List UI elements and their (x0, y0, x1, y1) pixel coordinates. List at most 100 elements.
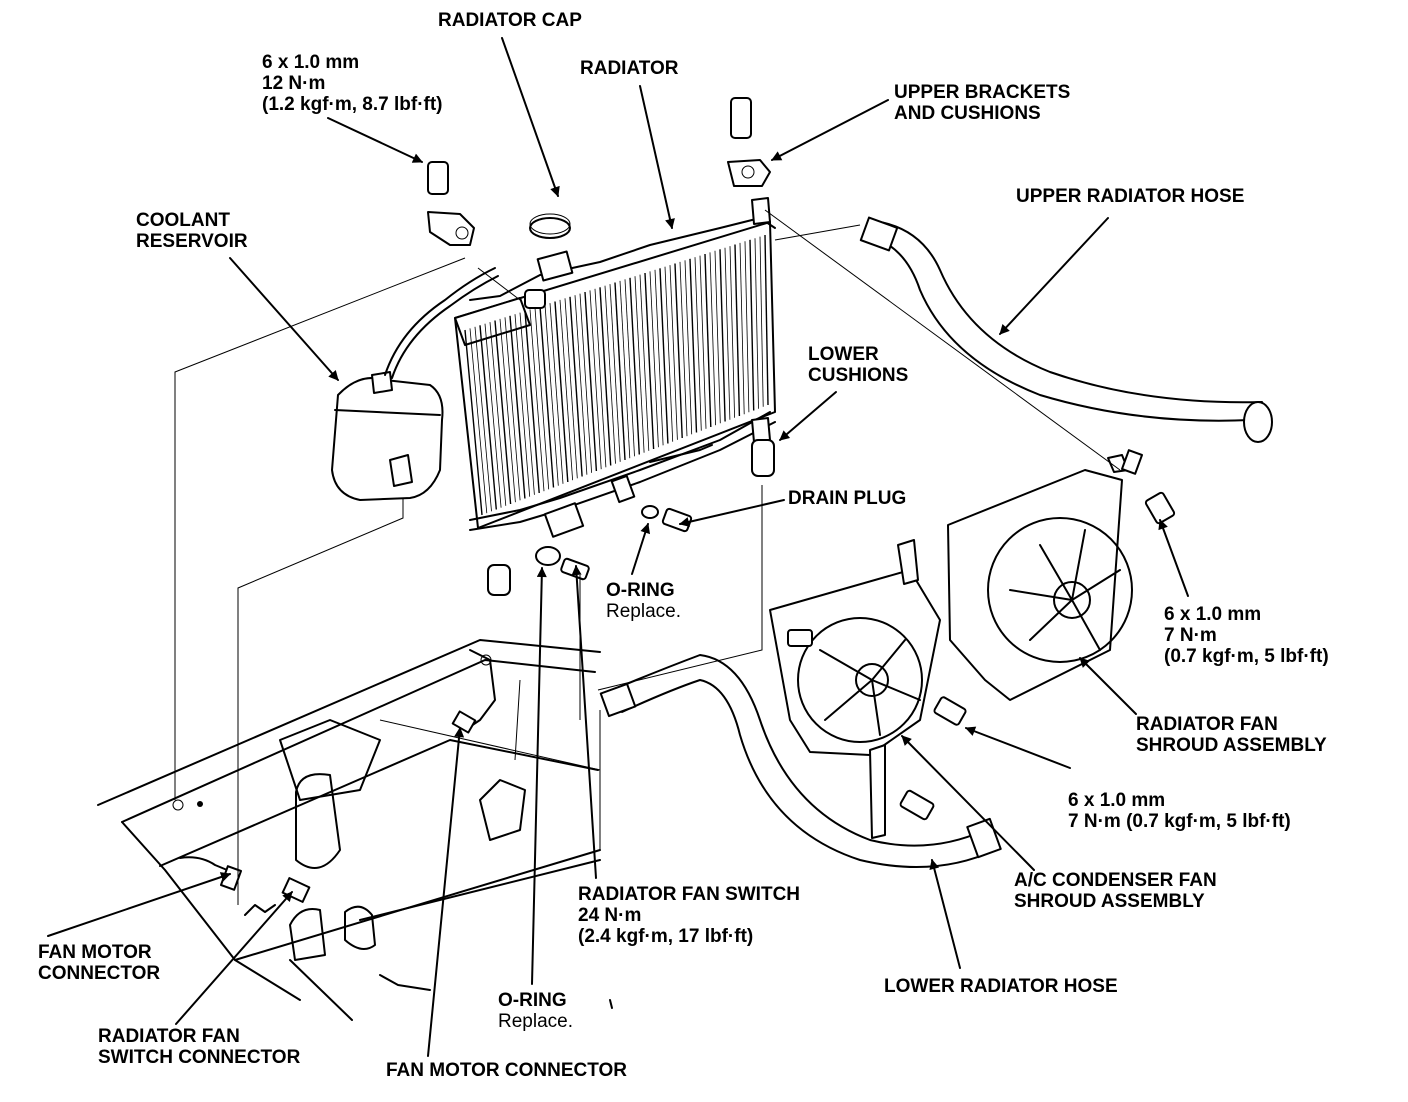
radiator-fin-line (649, 271, 659, 448)
label-radiator-text: RADIATOR (580, 58, 679, 79)
label-upper-radiator-hose: UPPER RADIATOR HOSE (1016, 186, 1244, 207)
radiator-art (454, 197, 776, 538)
radiator-fin-line (744, 241, 750, 413)
radiator-fin-line (479, 325, 497, 510)
radiator-fin-line (509, 315, 526, 499)
o-ring-upper-title: O-RING (606, 580, 675, 601)
label-coolant-reservoir: COOLANT RESERVOIR (136, 210, 248, 252)
radiator-fan-shroud-line2: SHROUD ASSEMBLY (1136, 735, 1327, 756)
radiator-fin-line (699, 255, 707, 429)
bolt-top-left-torque: 12 N·m (262, 73, 326, 94)
radiator-fin-line (564, 298, 578, 479)
radiator-fin-line (584, 291, 598, 472)
radiator-fin-line (664, 266, 674, 442)
bolt-right-upper-size: 6 x 1.0 mm (1164, 604, 1262, 625)
radiator-fin-line (759, 236, 764, 407)
radiator-fin-line (559, 299, 573, 481)
bolt-right-lower-size: 6 x 1.0 mm (1068, 790, 1166, 811)
radiator-fin-line (714, 250, 721, 424)
label-radiator-cap: RADIATOR CAP (438, 10, 582, 31)
radiator-fin-line (494, 320, 512, 505)
radiator-fan-switch-torque-alt: (2.4 kgf·m, 17 lbf·ft) (578, 926, 754, 947)
radiator-fin-line (729, 246, 735, 418)
radiator-fin-line (549, 303, 564, 484)
label-bolt-right-lower: 6 x 1.0 mm 7 N·m (0.7 kgf·m, 5 lbf·ft) (1068, 790, 1291, 832)
radiator-fin-line (624, 279, 635, 457)
radiator-fin-line (554, 301, 569, 483)
coolant-reservoir-line1: COOLANT (136, 210, 230, 231)
upper-radiator-hose-art (859, 216, 1273, 443)
label-o-ring-lower: O-RING Replace. (498, 990, 573, 1032)
radiator-fin-line (689, 258, 698, 433)
radiator-fin-line (589, 290, 602, 470)
radiator-fin-line (534, 307, 550, 490)
label-fan-motor-connector-left: FAN MOTOR CONNECTOR (38, 942, 160, 984)
radiator-fin-line (504, 317, 521, 501)
radiator-fin-line (519, 312, 535, 495)
radiator-fan-shroud-art (947, 449, 1176, 701)
o-ring-upper-note: Replace. (606, 601, 681, 622)
radiator-fin-line (484, 323, 502, 508)
upper-brackets-line2: AND CUSHIONS (894, 103, 1041, 124)
radiator-fin-line (754, 238, 759, 409)
radiator-fin-line (734, 244, 741, 417)
radiator-fin-line (679, 261, 688, 437)
radiator-fin-line (704, 253, 712, 428)
radiator-fin-line (614, 282, 626, 461)
ac-condenser-fan-shroud-line1: A/C CONDENSER FAN (1014, 870, 1217, 891)
radiator-fin-line (694, 257, 702, 431)
bolt-right-upper-torque: 7 N·m (1164, 625, 1217, 646)
radiator-fin-line (469, 328, 488, 514)
radiator-fin-line (474, 326, 492, 512)
leader-lines (47, 37, 1189, 1057)
o-ring-lower-title: O-RING (498, 990, 567, 1011)
radiator-fan-switch-connector-line2: SWITCH CONNECTOR (98, 1047, 301, 1068)
radiator-fin-line (489, 322, 507, 506)
radiator-fin-line (749, 239, 755, 411)
radiator-cap-art (529, 213, 571, 239)
upper-brackets-line1: UPPER BRACKETS (894, 82, 1071, 103)
fan-motor-connector-bottom-text: FAN MOTOR CONNECTOR (386, 1060, 628, 1081)
coolant-reservoir-art (331, 267, 499, 501)
bracket-left-art (427, 161, 475, 246)
upper-radiator-hose-text: UPPER RADIATOR HOSE (1016, 186, 1245, 207)
radiator-fan-shroud-line1: RADIATOR FAN (1136, 714, 1278, 735)
bolt-top-left-torque-alt: (1.2 kgf·m, 8.7 lbf·ft) (262, 94, 443, 115)
lower-cushions-line1: LOWER (808, 344, 879, 365)
radiator-fin-line (629, 277, 640, 455)
label-upper-brackets: UPPER BRACKETS AND CUSHIONS (894, 82, 1070, 124)
radiator-fin-line (709, 252, 716, 426)
label-drain-plug: DRAIN PLUG (788, 488, 906, 509)
radiator-fin-line (464, 329, 483, 516)
o-ring-lower-note: Replace. (498, 1011, 573, 1032)
fan-motor-connector-left-line2: CONNECTOR (38, 963, 161, 984)
radiator-fin-line (594, 288, 607, 468)
radiator-fin-line (539, 306, 555, 488)
radiator-fin-line (609, 284, 621, 462)
label-radiator: RADIATOR (580, 58, 679, 79)
radiator-fin-line (579, 293, 592, 473)
label-bolt-top-left: 6 x 1.0 mm 12 N·m (1.2 kgf·m, 8.7 lbf·ft… (262, 52, 443, 115)
radiator-fin-line (654, 269, 664, 446)
drain-plug-text: DRAIN PLUG (788, 488, 907, 509)
radiator-fin-line (569, 296, 583, 477)
radiator-fin-line (724, 247, 731, 420)
radiator-fin-line (644, 272, 655, 450)
radiator-fin-line (719, 249, 726, 422)
radiator-fan-switch-title: RADIATOR FAN SWITCH (578, 884, 801, 905)
bolt-right-upper-torque-alt: (0.7 kgf·m, 5 lbf·ft) (1164, 646, 1329, 667)
coolant-reservoir-line2: RESERVOIR (136, 231, 248, 252)
radiator-fin-line (514, 314, 531, 497)
bolt-top-left-size: 6 x 1.0 mm (262, 52, 360, 73)
radiator-fan-switch-torque: 24 N·m (578, 905, 642, 926)
label-fan-motor-connector-bottom: FAN MOTOR CONNECTOR (386, 1060, 627, 1081)
label-o-ring-upper: O-RING Replace. (606, 580, 681, 622)
alignment-lines (174, 209, 1121, 905)
radiator-fin-line (599, 287, 612, 466)
body-frame (97, 639, 601, 1001)
radiator-fin-line (659, 268, 669, 444)
label-lower-radiator-hose: LOWER RADIATOR HOSE (884, 976, 1118, 997)
lower-cushions-art (487, 439, 775, 596)
radiator-fin-line (639, 274, 650, 451)
